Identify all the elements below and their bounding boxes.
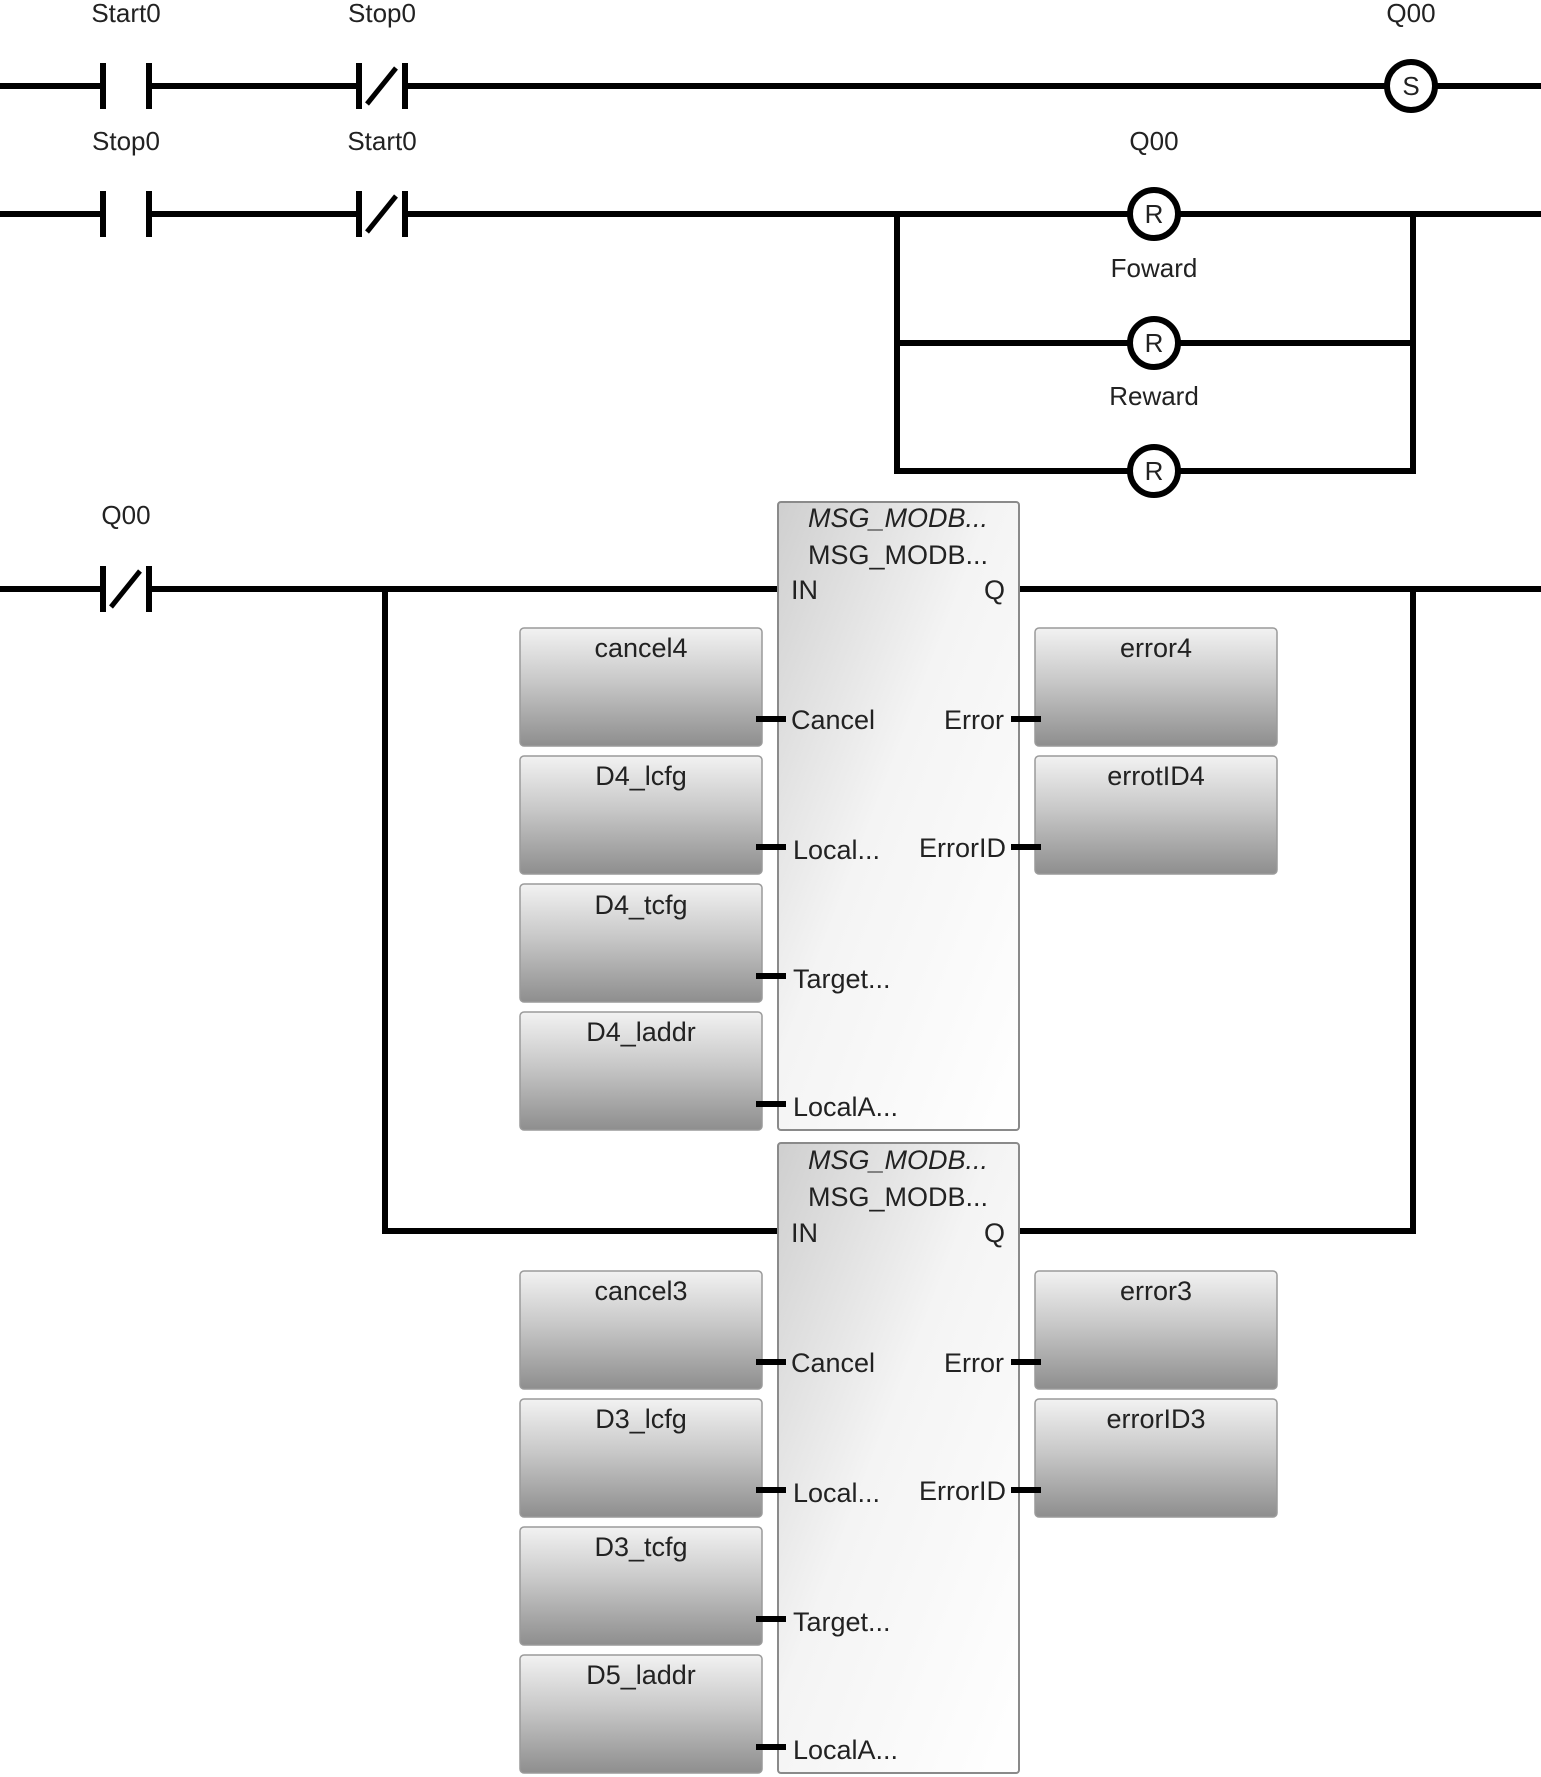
coil-label: Q00 [1386,0,1435,28]
function-block-1[interactable]: MSG_MODB... MSG_MODB... IN Q cancel4 Can… [519,501,1278,1131]
pin-errorid: ErrorID [919,1476,1006,1506]
contact-start0-no[interactable]: Start0 [91,0,161,109]
rung-1: Start0 Stop0 S Q00 [0,0,1541,113]
pin-errorid: ErrorID [919,833,1006,863]
block-branch-right [1018,589,1416,1234]
contact-label: Stop0 [348,0,416,28]
output-var-error4[interactable]: error4 Error [944,627,1278,747]
pin-cancel: Cancel [791,705,875,735]
coil-q00-set[interactable]: S Q00 [1384,0,1438,113]
pin-in: IN [791,575,818,605]
coil-label: Foward [1111,253,1198,283]
input-var-d4-laddr[interactable]: D4_laddr LocalA... [519,1011,898,1131]
pin-q: Q [984,1218,1005,1248]
pin-local: Local... [793,835,880,865]
variable-name: error3 [1120,1276,1192,1306]
coil-label: Q00 [1129,126,1178,156]
variable-name: D4_laddr [586,1017,696,1047]
pin-local-a: LocalA... [793,1735,898,1765]
coil-letter: R [1145,199,1164,229]
function-block-type: MSG_MODB... [808,1145,988,1175]
input-var-d3-lcfg[interactable]: D3_lcfg Local... [519,1398,880,1518]
function-block-type: MSG_MODB... [808,503,988,533]
pin-cancel: Cancel [791,1348,875,1378]
pin-error: Error [944,705,1004,735]
variable-name: D4_tcfg [594,890,687,920]
output-var-errotid4[interactable]: errotID4 ErrorID [919,755,1278,875]
input-var-d4-lcfg[interactable]: D4_lcfg Local... [519,755,880,875]
function-block-instance: MSG_MODB... [808,1182,988,1212]
variable-name: D3_lcfg [595,1404,687,1434]
contact-q00-nc[interactable]: Q00 [100,500,152,612]
variable-name: D3_tcfg [594,1532,687,1562]
coil-label: Reward [1109,381,1199,411]
contact-label: Q00 [101,500,150,530]
coil-foward-reset[interactable]: R Foward [1111,253,1198,370]
output-var-error3[interactable]: error3 Error [944,1270,1278,1390]
rung-3: Q00 MSG_MODB... MSG_MODB... IN Q cancel4… [0,500,1541,1774]
pin-target: Target... [793,1607,891,1637]
variable-name: cancel4 [594,633,687,663]
pin-error: Error [944,1348,1004,1378]
input-var-d4-tcfg[interactable]: D4_tcfg Target... [519,883,891,1003]
variable-name: D5_laddr [586,1660,696,1690]
contact-stop0-no[interactable]: Stop0 [92,126,160,237]
function-block-instance: MSG_MODB... [808,540,988,570]
pin-in: IN [791,1218,818,1248]
contact-label: Start0 [347,126,416,156]
variable-name: cancel3 [594,1276,687,1306]
coil-q00-reset[interactable]: R Q00 [1127,126,1181,241]
output-var-errorid3[interactable]: errorID3 ErrorID [919,1398,1278,1518]
contact-label: Start0 [91,0,160,28]
input-var-cancel4[interactable]: cancel4 Cancel [519,627,875,747]
input-var-d3-tcfg[interactable]: D3_tcfg Target... [519,1526,891,1646]
coil-reward-reset[interactable]: R Reward [1109,381,1199,498]
input-var-cancel3[interactable]: cancel3 Cancel [519,1270,875,1390]
variable-name: D4_lcfg [595,761,687,791]
input-var-d5-laddr[interactable]: D5_laddr LocalA... [519,1654,898,1774]
contact-start0-nc[interactable]: Start0 [347,126,417,237]
variable-name: errotID4 [1107,761,1205,791]
contact-label: Stop0 [92,126,160,156]
variable-name: errorID3 [1106,1404,1205,1434]
coil-letter: R [1145,456,1164,486]
contact-stop0-nc[interactable]: Stop0 [348,0,416,109]
variable-name: error4 [1120,633,1192,663]
function-block-2[interactable]: MSG_MODB... MSG_MODB... IN Q cancel3 Can… [519,1142,1278,1774]
function-block-body [777,501,1020,1131]
coil-letter: R [1145,328,1164,358]
pin-target: Target... [793,964,891,994]
block-branch-left [382,589,780,1234]
function-block-body [777,1142,1020,1774]
pin-local: Local... [793,1478,880,1508]
pin-local-a: LocalA... [793,1092,898,1122]
pin-q: Q [984,575,1005,605]
rung-2: Stop0 Start0 R Q00 R Foward R Reward [0,126,1541,498]
coil-letter: S [1402,71,1419,101]
